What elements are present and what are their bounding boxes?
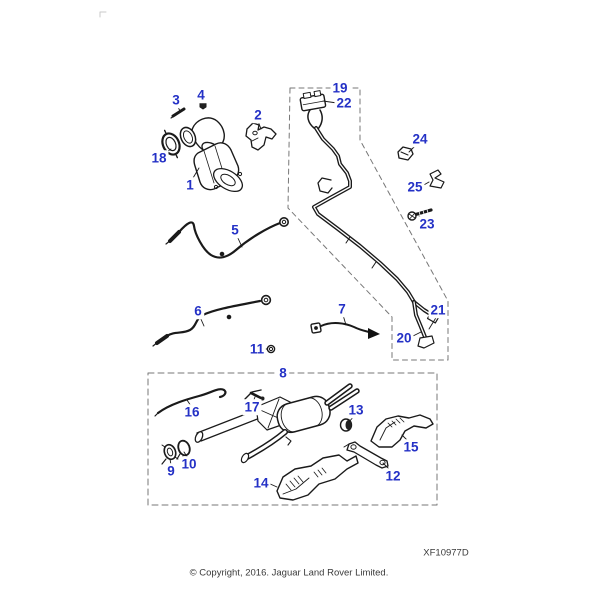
part-callout-14: 14 (251, 475, 271, 491)
group-box-8 (147, 372, 438, 506)
part-callout-3: 3 (170, 92, 182, 108)
part-callout-22: 22 (334, 95, 354, 111)
part-callout-19: 19 (330, 80, 350, 96)
part-24-clip (397, 146, 414, 161)
part-12-bracket (343, 441, 389, 469)
part-19-sensor-harness (299, 90, 440, 349)
part-6-oxygen-sensor (152, 294, 272, 347)
part-15-heat-shield (370, 414, 434, 448)
part-callout-15: 15 (401, 439, 421, 455)
part-callout-6: 6 (192, 303, 204, 319)
part-callout-18: 18 (149, 150, 169, 166)
copyright-text: © Copyright, 2016. Jaguar Land Rover Lim… (189, 567, 389, 579)
part-callout-21: 21 (428, 302, 448, 318)
part-14-heat-shield (276, 454, 359, 501)
part-5-oxygen-sensor (165, 217, 289, 259)
part-3-stud (170, 107, 186, 119)
part-callout-23: 23 (417, 216, 437, 232)
part-callout-5: 5 (229, 222, 241, 238)
part-callout-7: 7 (336, 301, 348, 317)
part-2-bracket (245, 122, 277, 151)
part-20-pipe-end (412, 300, 435, 349)
part-8-exhaust-assembly (194, 383, 360, 464)
part-callout-11: 11 (247, 341, 267, 357)
part-callout-13: 13 (346, 402, 366, 418)
group-box-19 (287, 87, 449, 361)
part-callout-1: 1 (184, 177, 196, 193)
part-11-nut (266, 344, 276, 354)
part-callout-9: 9 (165, 463, 177, 479)
direction-arrow (368, 328, 380, 339)
part-1-catalytic-converter (179, 117, 244, 193)
part-callout-8: 8 (277, 365, 289, 381)
part-7-oxygen-sensor (310, 322, 380, 339)
part-callout-16: 16 (182, 404, 202, 420)
part-callout-2: 2 (252, 107, 264, 123)
part-25-clip (429, 169, 445, 189)
part-callout-12: 12 (383, 468, 403, 484)
crop-mark (99, 11, 107, 18)
drawing-number: XF10977D (423, 547, 469, 559)
part-18-gasket (161, 129, 181, 159)
part-callout-25: 25 (405, 179, 425, 195)
part-callout-20: 20 (394, 330, 414, 346)
part-9-gasket (161, 443, 179, 465)
part-callout-24: 24 (410, 131, 430, 147)
part-22-sensor-connector (299, 90, 327, 112)
part-callout-10: 10 (179, 456, 199, 472)
part-callout-17: 17 (242, 399, 262, 415)
part-23-bolt (407, 208, 433, 221)
part-callout-4: 4 (195, 87, 207, 103)
part-16-pipe (154, 388, 227, 417)
